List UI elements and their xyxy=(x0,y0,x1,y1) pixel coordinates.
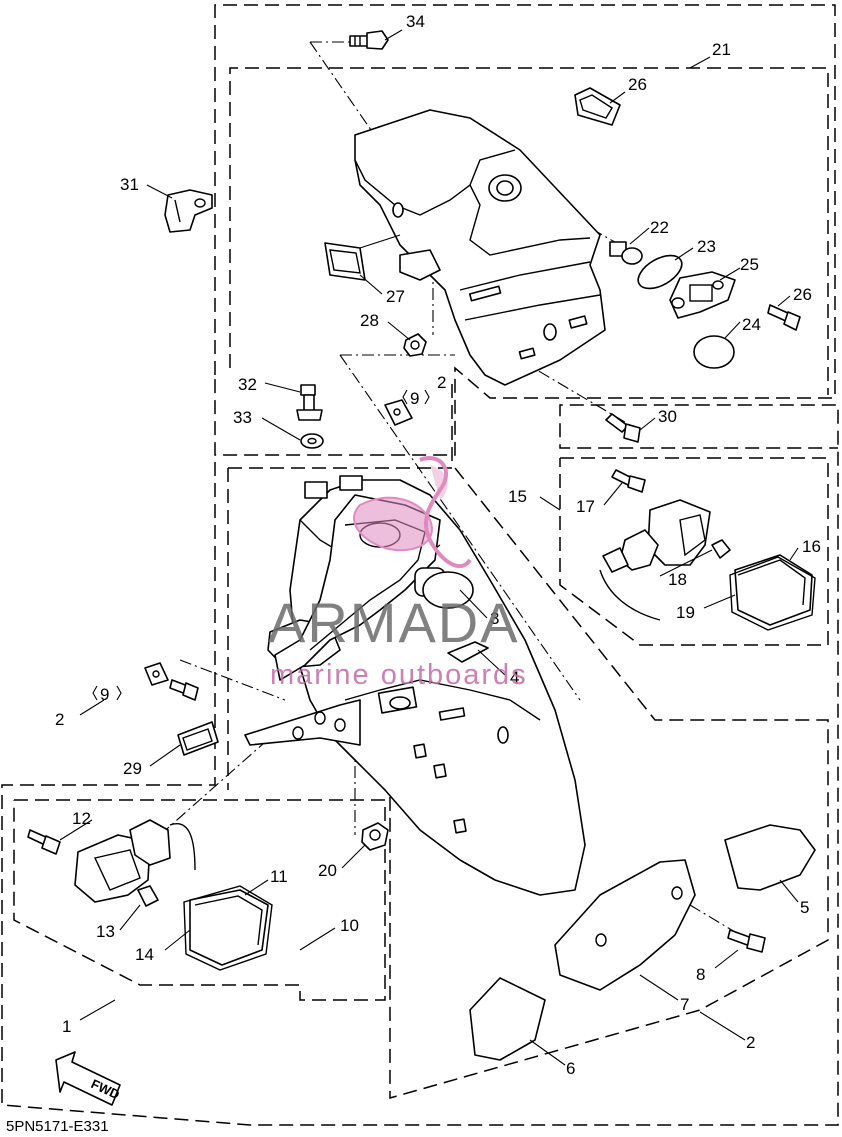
callout-2-upper: 2 xyxy=(437,373,446,392)
callout-10: 10 xyxy=(340,916,359,935)
collar-28 xyxy=(361,822,389,851)
cover-7 xyxy=(554,859,696,991)
washer-33-hole xyxy=(307,437,317,445)
callout-27: 28 xyxy=(360,311,379,330)
callout-17: 17 xyxy=(576,497,595,516)
reflector-26-upper xyxy=(574,87,621,126)
watermark-brand: ARMADA xyxy=(268,591,520,654)
callout-20: 21 xyxy=(712,40,731,59)
bulb-3 xyxy=(414,567,474,609)
drawing-code: 5PN5171-E331 xyxy=(6,1118,109,1135)
callout-7: 7 xyxy=(680,995,689,1014)
ref-line-bolt-diag xyxy=(309,41,431,216)
watermark: ARMADA marine outboards xyxy=(268,456,528,691)
callout-19: 19 xyxy=(676,603,695,622)
callout-32: 32 xyxy=(238,375,257,394)
cover-5 xyxy=(724,824,816,891)
callout-34: 31 xyxy=(120,175,139,194)
callout-6: 6 xyxy=(566,1059,575,1078)
callout-23: 24 xyxy=(742,315,761,334)
callout-18: 18 xyxy=(668,570,687,589)
right-flasher-boundary xyxy=(559,457,829,646)
clip-nut-9-upper xyxy=(384,399,413,426)
bolt-32 xyxy=(296,384,323,421)
callout-14: 14 xyxy=(135,945,154,964)
cover-6 xyxy=(469,977,546,1061)
bracket-34 xyxy=(164,189,213,233)
assembly-boundaries xyxy=(1,4,839,1126)
callout-29: 29 xyxy=(123,759,142,778)
callout-9-upper: 9 xyxy=(410,389,419,408)
upper-assembly-boundary xyxy=(214,4,836,456)
tail-light-bracket xyxy=(354,109,606,386)
ref-line-fender-mid xyxy=(339,354,581,701)
callout-16: 16 xyxy=(802,537,821,556)
leader-lines xyxy=(59,29,799,1066)
callout-2-lower: 2 xyxy=(746,1033,755,1052)
callout-26-lower: 27 xyxy=(386,287,405,306)
lens-23 xyxy=(693,335,735,369)
rear-fender-inner-boundary xyxy=(228,382,453,469)
callout-30: 34 xyxy=(406,12,425,31)
gasket-4 xyxy=(447,641,489,663)
clip-nut-9-left xyxy=(144,662,169,686)
screw-25 xyxy=(767,304,801,331)
right-flasher xyxy=(599,469,816,631)
rear-fender-assembly-boundary xyxy=(1,404,839,1126)
callout-31: 30 xyxy=(658,407,677,426)
watermark-tagline: marine outboards xyxy=(270,659,528,691)
callout-12: 12 xyxy=(72,809,91,828)
callout-8: 8 xyxy=(696,965,705,984)
callout-9-left: 9 xyxy=(100,685,109,704)
fwd-direction-arrow: FWD xyxy=(55,1051,122,1106)
reflector-26-lower xyxy=(324,234,401,281)
callout-15: 15 xyxy=(508,487,527,506)
callout-3: 3 xyxy=(490,609,499,628)
ref-line-left-flasher xyxy=(159,719,291,836)
bolt-30 xyxy=(349,30,389,50)
callout-33: 33 xyxy=(233,408,252,427)
brand-logo-mark xyxy=(353,456,472,568)
lamp-24 xyxy=(669,271,736,319)
callout-26-upper: 26 xyxy=(628,75,647,94)
screw-8 xyxy=(727,929,766,953)
bolt-left xyxy=(169,679,199,701)
callout-2-left: 2 xyxy=(55,710,64,729)
ref-line-left-bolt xyxy=(179,659,286,701)
callout-28: 20 xyxy=(318,861,337,880)
callout-4: 4 xyxy=(510,668,519,687)
bracket-marks xyxy=(92,389,430,701)
reflector-29 xyxy=(177,721,219,756)
callout-5: 5 xyxy=(800,898,809,917)
screw-31 xyxy=(605,413,641,443)
bulb-21 xyxy=(609,241,643,265)
tail-light-assembly-boundary xyxy=(229,67,829,395)
o-ring-22 xyxy=(637,254,683,290)
callout-1: 1 xyxy=(62,1017,71,1036)
callout-labels: 34 21 26 31 27 28 22 23 25 26 24 30 32 3… xyxy=(55,12,821,1078)
left-flasher xyxy=(27,819,273,971)
callout-11: 11 xyxy=(270,867,288,886)
callout-24: 25 xyxy=(740,255,759,274)
callout-25: 26 xyxy=(793,285,812,304)
callout-13: 13 xyxy=(96,922,115,941)
fender-cover-boundary xyxy=(389,467,829,1099)
callout-21: 22 xyxy=(650,218,669,237)
washer-33 xyxy=(300,433,324,449)
callout-22: 23 xyxy=(697,237,716,256)
